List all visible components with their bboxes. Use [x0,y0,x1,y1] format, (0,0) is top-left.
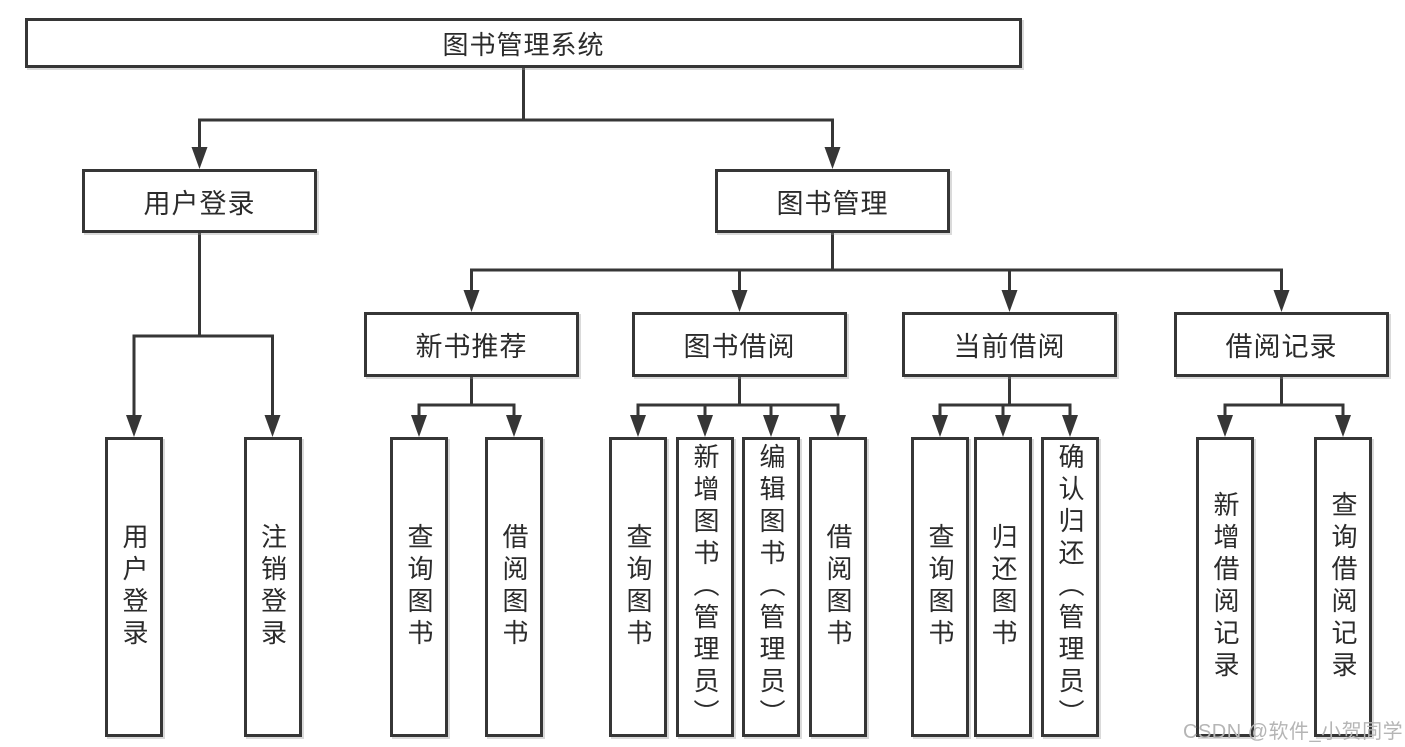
node-user-login: 用户登录 [82,169,317,233]
node-book-management: 图书管理 [715,169,950,233]
leaf-borrow-books-recommend: 借阅图书 [485,437,543,737]
node-current-borrowing: 当前借阅 [902,312,1117,377]
csdn-watermark: CSDN @软件_小贺同学 [1183,721,1404,743]
connector-new-book-children [411,377,522,437]
leaf-user-login: 用户登录 [105,437,163,737]
arrowhead-icon [411,415,522,437]
node-borrowing-records: 借阅记录 [1174,312,1389,377]
arrowhead-icon [630,415,846,437]
leaf-query-borrow-record: 查询借阅记录 [1314,437,1372,737]
connector-current-borrowing-children [932,377,1078,437]
arrowhead-icon [126,415,281,437]
leaf-confirm-return-admin: 确认归还（管理员） [1041,437,1099,737]
leaf-query-books-current: 查询图书 [911,437,969,737]
leaf-logout: 注销登录 [243,437,302,737]
connector-book-management-children [463,233,1290,312]
node-book-borrowing: 图书借阅 [632,312,847,377]
node-system-root: 图书管理系统 [25,18,1022,68]
arrowhead-icon [191,147,841,169]
leaf-query-books-recommend: 查询图书 [390,437,448,737]
leaf-return-books: 归还图书 [974,437,1032,737]
connector-borrowing-records-children [1217,377,1351,437]
leaf-borrow-books-borrowing: 借阅图书 [809,437,867,737]
connector-root-to-level2 [191,68,841,169]
node-new-book-recommendation: 新书推荐 [364,312,579,377]
leaf-edit-books-admin: 编辑图书（管理员） [742,437,800,737]
arrowhead-icon [932,415,1078,437]
leaf-query-books-borrowing: 查询图书 [609,437,667,737]
leaf-add-borrow-record: 新增借阅记录 [1196,437,1254,737]
connector-user-login-children [126,233,281,437]
arrowhead-icon [1217,415,1351,437]
leaf-add-books-admin: 新增图书（管理员） [676,437,734,737]
connector-book-borrowing-children [630,377,846,437]
arrowhead-icon [463,290,1290,312]
